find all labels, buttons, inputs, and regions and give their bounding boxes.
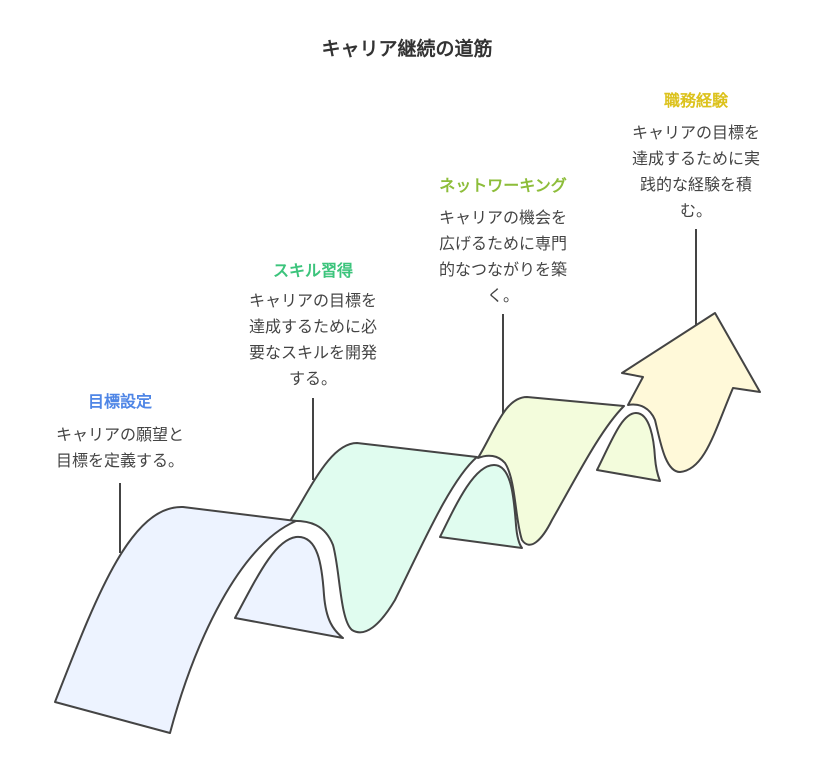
- step-label-skill: スキル習得: [272, 261, 354, 280]
- desc-line: キャリアの機会を: [438, 208, 568, 227]
- desc-line: キャリアの目標を: [248, 291, 378, 310]
- ribbon-segment-goal: [54, 505, 297, 734]
- desc-line: キャリアの願望と: [55, 425, 185, 444]
- step-desc-skill: キャリアの目標を 達成するために必 要なスキルを開発 する。: [249, 288, 377, 392]
- desc-line: 達成するために必: [248, 317, 378, 336]
- ribbon-back-skill: [439, 464, 523, 549]
- desc-line: する。: [288, 369, 338, 388]
- diagram-title: キャリア継続の道筋: [321, 38, 493, 60]
- desc-line: 広げるために専門: [438, 234, 568, 253]
- desc-line: む。: [679, 201, 713, 220]
- desc-line: く。: [486, 286, 520, 305]
- desc-line: 要なスキルを開発: [248, 343, 378, 362]
- desc-line: 達成するために実: [631, 149, 761, 168]
- step-desc-experience: キャリアの目標を 達成するために実 践的な経験を積 む。: [632, 120, 760, 224]
- step-label-goal: 目標設定: [87, 392, 153, 411]
- step-label-networking: ネットワーキング: [439, 176, 567, 195]
- desc-line: 的なつながりを築: [438, 260, 568, 279]
- ribbon-back-networking: [596, 412, 661, 482]
- step-desc-networking: キャリアの機会を 広げるために専門 的なつながりを築 く。: [439, 205, 567, 309]
- ribbon-segment-skill: [289, 442, 478, 634]
- ribbon-back-goal: [234, 535, 344, 639]
- step-desc-goal: キャリアの願望と 目標を定義する。: [56, 422, 184, 474]
- desc-line: キャリアの目標を: [631, 123, 761, 142]
- step-label-experience: 職務経験: [663, 91, 729, 110]
- ribbon-segment-networking: [477, 396, 625, 546]
- desc-line: 目標を定義する。: [55, 451, 185, 470]
- desc-line: 践的な経験を積: [639, 175, 753, 194]
- arrow-segment-experience: [621, 312, 761, 473]
